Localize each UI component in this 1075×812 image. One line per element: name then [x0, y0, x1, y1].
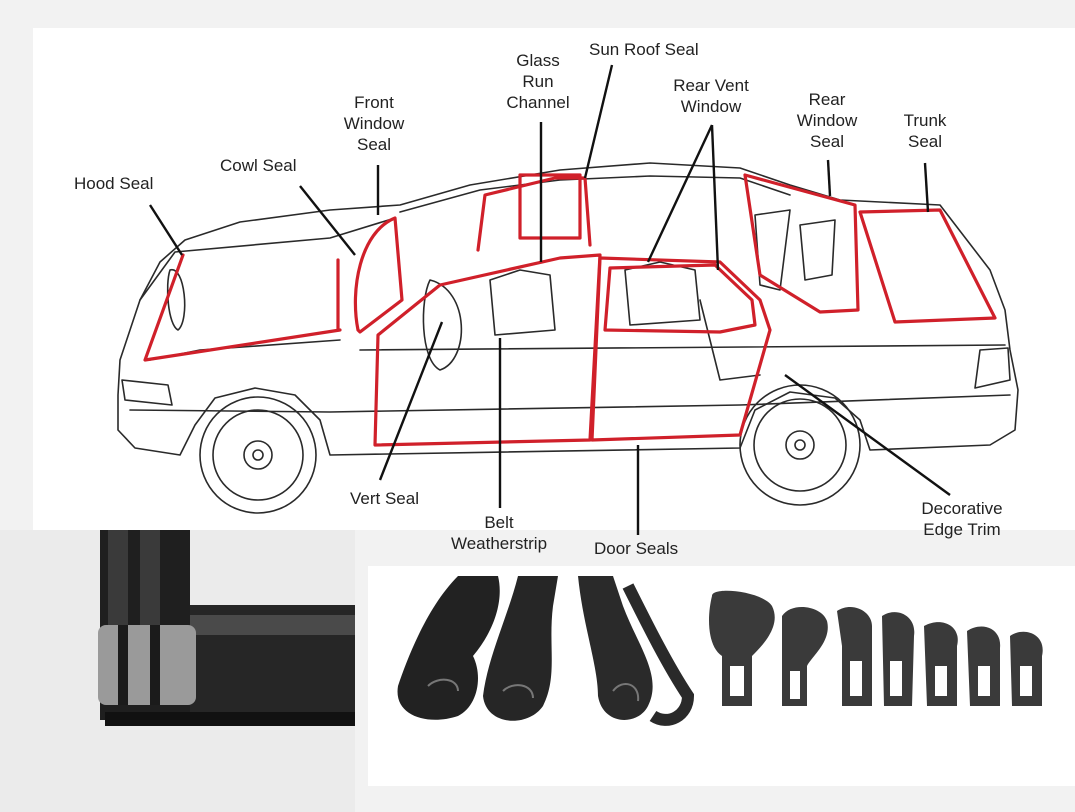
front-door-seal-line: [373, 253, 602, 447]
label-trunk-seal: Trunk Seal: [903, 111, 947, 151]
label-cowl-seal: Cowl Seal: [220, 156, 297, 175]
label-door-seals: Door Seals: [594, 539, 679, 558]
rear-door-seal-line: [590, 256, 772, 442]
leader-trunk: [923, 162, 930, 213]
photo-seal-cross-sections: [702, 566, 1075, 786]
label-belt-weatherstrip: Belt Weatherstrip: [450, 513, 548, 553]
label-rear-window-seal: Rear Window Seal: [796, 90, 858, 151]
label-front-window-seal: Front Window Seal: [343, 93, 405, 154]
photo-door-seal-profiles: [368, 566, 702, 786]
label-glass-run-channel: Glass Run Channel: [506, 51, 570, 112]
leader-lines: [148, 64, 951, 535]
leader-sun-roof: [583, 64, 614, 179]
hood-seal-line: [143, 253, 342, 362]
label-hood-seal: Hood Seal: [74, 174, 154, 193]
label-decorative-edge-trim: Decorative Edge Trim: [921, 499, 1003, 539]
leader-rear-vent-a: [646, 124, 714, 263]
leader-cowl: [299, 185, 356, 256]
diagram-panel: [33, 28, 1075, 530]
photo-edge-trim-strip: [0, 530, 355, 812]
glass-run-channel-line: [476, 176, 592, 252]
label-rear-vent-window: Rear Vent Window: [673, 76, 749, 116]
leader-rear-vent-b: [710, 124, 720, 271]
leader-hood: [148, 204, 184, 256]
leader-decorative: [784, 374, 951, 496]
front-window-seal-line: [353, 216, 404, 334]
label-vert-seal: Vert Seal: [350, 489, 419, 508]
leader-rear-window: [826, 159, 832, 197]
label-sun-roof-seal: Sun Roof Seal: [589, 40, 699, 59]
rear-vent-window-line: [603, 263, 757, 334]
leader-vert: [378, 321, 444, 481]
sun-roof-seal-line: [518, 173, 582, 240]
trunk-seal-line: [858, 208, 997, 324]
car-outline: [117, 162, 1019, 514]
seal-highlights: [143, 173, 997, 447]
rear-window-seal-line: [743, 173, 860, 314]
